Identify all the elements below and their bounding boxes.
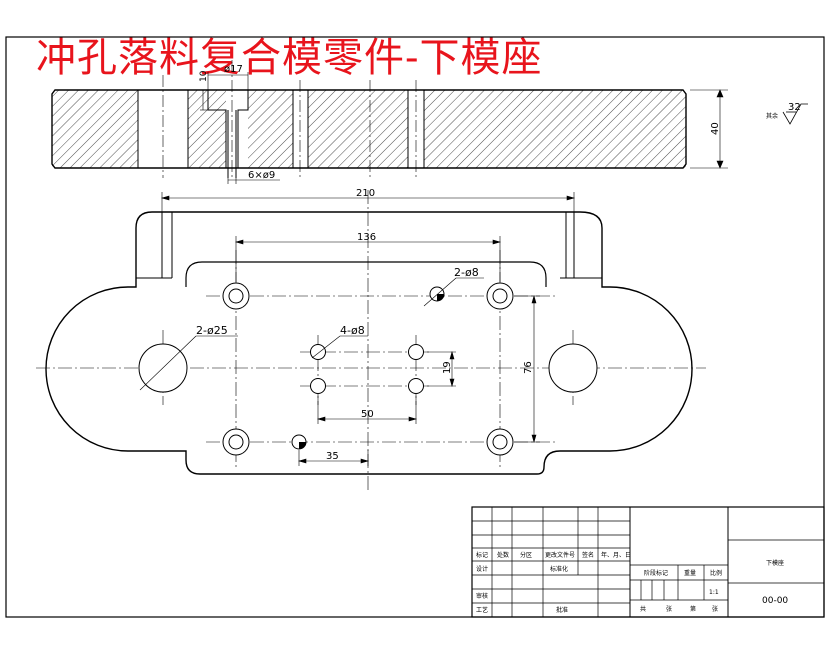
dim-horizontal-center: 50 [361, 409, 374, 420]
corner-hole-inner [492, 434, 508, 450]
title-block: 标记 处数 分区 更改文件号 签名 年、月、日 设计 标准化 审核 工艺 批准 … [471, 506, 825, 618]
tb-mark: 标记 [476, 551, 488, 559]
tb-signature: 签名 [582, 551, 594, 559]
tb-approve: 批准 [556, 606, 568, 614]
section-hatch [424, 90, 686, 168]
tb-sheet-no: 第 [690, 605, 696, 613]
label-holes-center: 4-ø8 [340, 324, 365, 337]
roughness-symbol [782, 103, 808, 125]
plan-inner-outline [185, 261, 547, 287]
plan-view: 210 136 2-ø8 2-ø25 4-ø8 [36, 188, 706, 492]
tb-part-name: 下模座 [766, 559, 784, 567]
drawing-frame [5, 36, 825, 618]
section-hatch [188, 90, 226, 168]
section-view: ø17 10 6×ø9 40 其余 32 [51, 60, 808, 184]
corner-hole-inner [228, 288, 244, 304]
tb-stage-mark: 阶段标记 [644, 569, 668, 577]
section-hatch [308, 90, 408, 168]
section-hatch [52, 90, 138, 168]
tb-process: 工艺 [476, 606, 488, 614]
center-hole [310, 344, 326, 360]
tb-count: 处数 [497, 551, 509, 559]
tb-zone: 分区 [520, 551, 532, 559]
guide-hole-large [548, 343, 598, 393]
tb-standardize: 标准化 [550, 565, 568, 573]
center-hole [310, 378, 326, 394]
tb-design: 设计 [476, 565, 488, 573]
dim-hole-spacing: 136 [357, 232, 376, 243]
label-holes-small: 2-ø8 [454, 266, 479, 279]
tb-weight: 重量 [684, 569, 696, 577]
roughness-value: 32 [788, 102, 801, 113]
corner-hole-inner [492, 288, 508, 304]
tb-date: 年、月、日 [601, 551, 631, 559]
tb-drawing-no: 00-00 [762, 596, 788, 606]
tb-sheet-unit: 张 [712, 605, 718, 613]
corner-hole-inner [228, 434, 244, 450]
center-hole [408, 344, 424, 360]
tb-sheet-unit: 张 [666, 605, 672, 613]
dim-thickness: 40 [710, 122, 721, 135]
dim-thread-holes: 6×ø9 [248, 170, 275, 181]
center-hole [408, 378, 424, 394]
tb-review: 审核 [476, 592, 488, 600]
drawing-title: 冲孔落料复合模零件-下模座 [36, 35, 543, 81]
tb-scale-label: 比例 [710, 569, 722, 577]
dim-counterbore-diameter: ø17 [224, 64, 243, 75]
dim-counterbore-depth: 10 [199, 70, 209, 82]
plan-outline [45, 211, 693, 475]
dim-vertical-outer: 76 [523, 361, 534, 374]
section-outline [51, 89, 687, 169]
tb-sheet-total: 共 [640, 605, 646, 613]
tb-scale-value: 1:1 [709, 589, 719, 596]
tb-change-doc: 更改文件号 [545, 551, 575, 559]
section-hatch [248, 90, 293, 168]
roughness-prefix: 其余 [766, 112, 778, 120]
label-holes-large: 2-ø25 [196, 324, 228, 337]
dim-overall-width: 210 [356, 188, 375, 199]
dim-vertical-center: 19 [442, 361, 453, 374]
dim-horizontal-offset: 35 [326, 451, 339, 462]
